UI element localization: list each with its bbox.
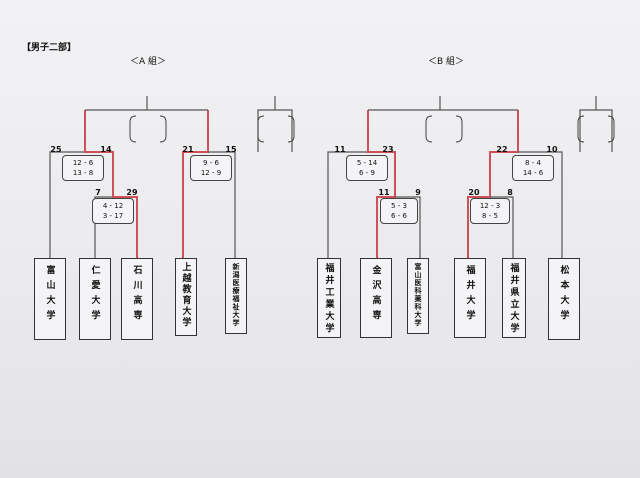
team-box: 福井工業大学 [317,258,341,338]
team-box: 上越教育大学 [175,258,197,336]
bracket-line [327,151,368,258]
bracket-line [208,151,236,258]
team-score: 11 [334,145,346,154]
match-total: 22 [496,145,508,154]
score-bracket [425,115,463,143]
team-box: 福井大学 [454,258,486,338]
team-score: 9 [415,188,421,197]
bracket-line [518,151,563,258]
bracket-line [257,96,293,152]
page-title: 【男子二部】 [22,43,77,53]
team-box: 新潟医療福祉大学 [225,258,247,334]
bracket-line-winner [376,170,396,258]
team-score: 10 [546,145,558,154]
bracket-line-winner [182,110,209,258]
bracket-line [579,96,613,152]
team-score: 21 [182,145,194,154]
team-box: 仁愛大学 [79,258,111,340]
match-total: 23 [382,145,394,154]
bracket-line [85,96,208,111]
score-bracket [257,115,295,143]
team-score: 7 [95,188,101,197]
group-a-label: ＜A 組＞ [130,57,167,67]
bracket-line-winner [112,170,138,258]
bracket-line [49,151,85,258]
bracket-line [94,196,113,258]
team-box: 松本大学 [548,258,580,340]
bracket-line-winner [367,110,396,170]
team-score: 20 [468,188,480,197]
team-score: 8 [507,188,513,197]
score-bracket [577,115,615,143]
score-bracket [129,115,167,143]
bracket-line [368,96,518,111]
team-score: 25 [50,145,62,154]
team-box: 富山医科薬科大学 [407,258,429,334]
bracket-line [395,196,421,258]
bracket-line [490,196,514,258]
team-box: 石川高専 [121,258,153,340]
team-box: 富山大学 [34,258,66,340]
team-box: 福井県立大学 [502,258,526,338]
group-b-label: ＜B 組＞ [428,57,465,67]
team-score: 11 [378,188,390,197]
team-score: 29 [126,188,138,197]
team-box: 金沢高専 [360,258,392,338]
match-total: 14 [100,145,112,154]
team-score: 15 [225,145,237,154]
bracket-line-winner [467,170,491,258]
bracket-line-winner [84,110,114,170]
bracket-line-winner [489,110,519,170]
